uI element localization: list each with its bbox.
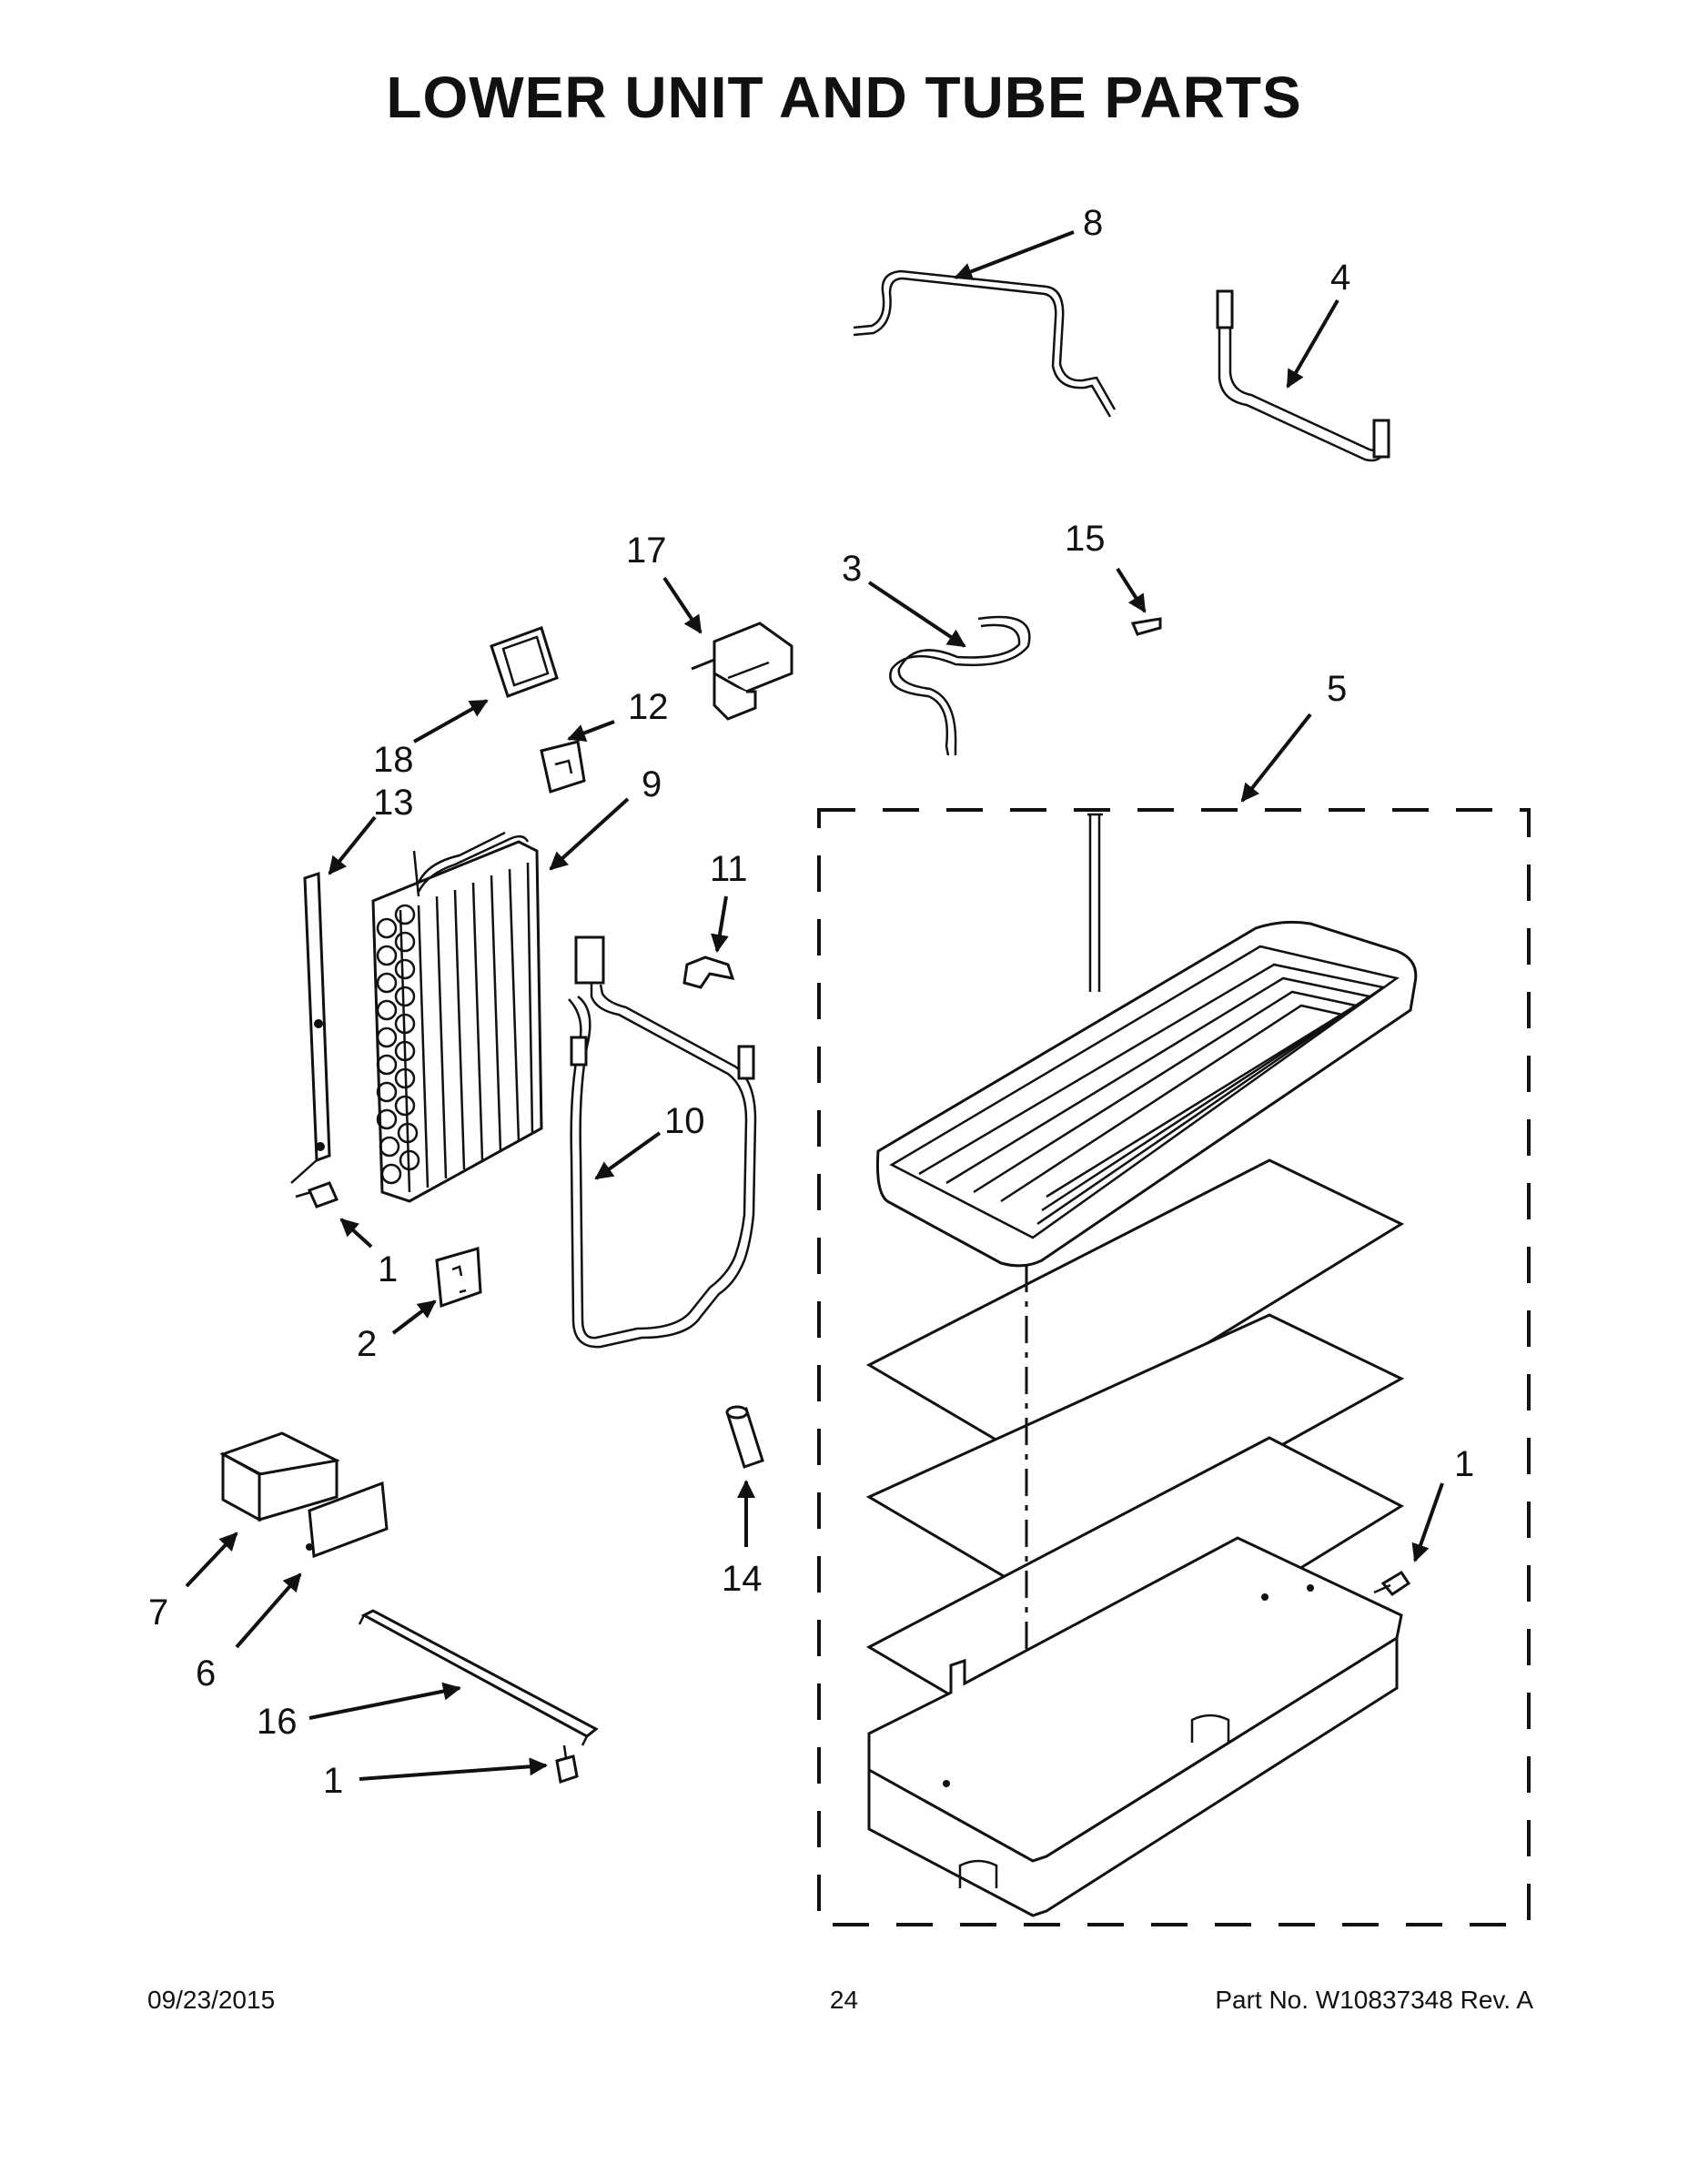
callout-1c-leader bbox=[359, 1757, 548, 1781]
callout-16: 16 bbox=[257, 1702, 298, 1742]
callout-12-leader bbox=[567, 720, 615, 742]
part-11-clip bbox=[682, 956, 735, 989]
footer-page-number: 24 bbox=[829, 1986, 859, 2014]
part-18-filter bbox=[490, 626, 559, 698]
part-2-bracket bbox=[435, 1247, 482, 1309]
part-1-screw-b bbox=[1373, 1570, 1411, 1596]
part-5-sheet-a bbox=[865, 1158, 1405, 1458]
callout-8: 8 bbox=[1083, 203, 1103, 243]
footer-date: 09/23/2015 bbox=[147, 1986, 276, 2014]
callout-18: 18 bbox=[373, 740, 414, 780]
callout-7: 7 bbox=[148, 1592, 168, 1633]
callout-13: 13 bbox=[373, 783, 414, 823]
callout-15-leader bbox=[1116, 567, 1147, 613]
part-5-drain-tube bbox=[1087, 813, 1103, 992]
part-17-bracket bbox=[691, 622, 793, 721]
part-1-screw-c bbox=[555, 1744, 579, 1784]
part-1-screw-a bbox=[295, 1181, 339, 1208]
callout-12: 12 bbox=[628, 687, 669, 727]
callout-8-leader bbox=[954, 230, 1075, 280]
page-title: LOWER UNIT AND TUBE PARTS bbox=[386, 65, 1302, 130]
part-15-clip bbox=[1130, 617, 1162, 636]
callout-4: 4 bbox=[1330, 258, 1350, 298]
callout-11-leader bbox=[711, 895, 729, 953]
callout-11: 11 bbox=[710, 849, 748, 889]
callout-7-leader bbox=[185, 1532, 238, 1588]
callout-3: 3 bbox=[842, 549, 862, 589]
part-7-bracket bbox=[219, 1431, 340, 1522]
callout-1b: 1 bbox=[1454, 1444, 1474, 1484]
part-5-tray bbox=[867, 1536, 1403, 1917]
callout-13-leader bbox=[328, 815, 377, 875]
part-6-plate bbox=[306, 1481, 389, 1559]
callout-3-leader bbox=[867, 581, 966, 648]
callout-2: 2 bbox=[357, 1324, 377, 1364]
callout-15: 15 bbox=[1065, 519, 1106, 559]
callout-1b-leader bbox=[1411, 1482, 1444, 1562]
callout-2-leader bbox=[391, 1299, 437, 1335]
part-9-evaporator bbox=[371, 831, 543, 1203]
part-4-tube bbox=[1216, 289, 1390, 462]
callout-5: 5 bbox=[1327, 669, 1347, 709]
part-8-tube bbox=[853, 269, 1117, 418]
callout-9: 9 bbox=[642, 764, 662, 804]
callout-1a: 1 bbox=[378, 1249, 398, 1289]
part-10-heater bbox=[568, 935, 757, 1349]
part-16-strip bbox=[358, 1609, 599, 1746]
callout-16-leader bbox=[308, 1682, 461, 1720]
callout-10: 10 bbox=[664, 1101, 705, 1141]
part-5-assembly-box bbox=[817, 808, 1531, 1926]
part-14-sleeve bbox=[725, 1405, 764, 1469]
callout-4-leader bbox=[1286, 298, 1339, 389]
callout-10-leader bbox=[594, 1131, 662, 1180]
callout-14: 14 bbox=[722, 1559, 763, 1599]
callout-6: 6 bbox=[196, 1653, 216, 1694]
callout-17: 17 bbox=[626, 531, 667, 571]
part-5-drain-pan bbox=[876, 920, 1418, 1268]
part-13-bracket bbox=[290, 871, 331, 1184]
callout-1c: 1 bbox=[323, 1761, 343, 1801]
callout-9-leader bbox=[549, 797, 630, 871]
part-12-plate bbox=[540, 740, 586, 794]
callout-6-leader bbox=[235, 1572, 302, 1649]
callout-1a-leader bbox=[339, 1218, 373, 1249]
footer-part-number: Part No. W10837348 Rev. A bbox=[1215, 1986, 1533, 2014]
callout-5-leader bbox=[1240, 713, 1312, 803]
callout-18-leader bbox=[413, 699, 489, 743]
part-3-tube bbox=[889, 615, 1031, 756]
part-5-sheet-b bbox=[865, 1313, 1405, 1590]
callout-17-leader bbox=[662, 576, 702, 634]
